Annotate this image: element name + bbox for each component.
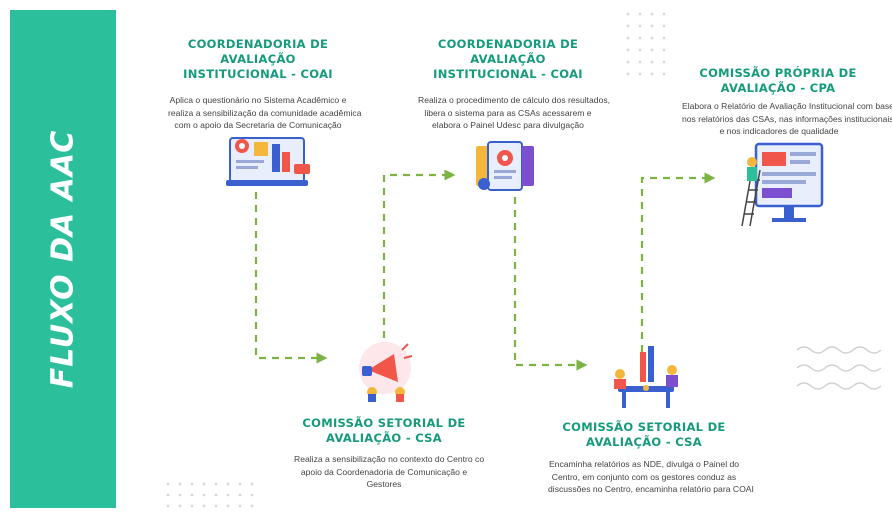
desc-line: Centro, em conjunto com os gestores cond…	[551, 471, 737, 482]
dot-grid-bottom	[166, 482, 254, 508]
desc-line: Elabora o Relatório de Avaliação Institu…	[682, 101, 892, 111]
title-line: COORDENADORIA DE	[437, 37, 579, 51]
connector-coai1-to-csa1	[254, 192, 328, 364]
desc-line: nos relatórios das CSAs, nas informações…	[682, 113, 892, 124]
desc-line: Realiza a sensibilização no contexto do …	[294, 454, 485, 464]
node-coai-1-title: COORDENADORIA DE AVALIAÇÃO INSTITUCIONAL…	[178, 37, 338, 82]
survey-dashboard-icon	[226, 137, 310, 186]
title-line: AVALIAÇÃO	[470, 52, 546, 66]
title-line: COMISSÃO PRÓPRIA DE	[699, 66, 857, 80]
document-gears-icon	[476, 141, 534, 191]
title-line: INSTITUCIONAL - COAI	[183, 67, 333, 81]
megaphone-icon	[359, 342, 413, 402]
node-coai-1-description: Aplica o questionário no Sistema Acadêmi…	[168, 94, 362, 132]
title-line: COORDENADORIA DE	[187, 37, 329, 51]
title-line: AVALIAÇÃO - CSA	[586, 435, 702, 449]
desc-line: Gestores	[366, 479, 402, 489]
desc-line: e nos indicadores de qualidade	[719, 126, 839, 136]
sidebar-band	[10, 10, 116, 508]
title-line: INSTITUCIONAL - COAI	[433, 67, 583, 81]
desc-line: realiza a sensibilização da comunidade a…	[168, 107, 362, 118]
connector-coai2-to-csa2	[513, 197, 588, 371]
node-csa-2-description: Encaminha relatórios as NDE, divulga o P…	[548, 458, 754, 496]
node-csa-2-title: COMISSÃO SETORIAL DE AVALIAÇÃO - CSA	[562, 420, 726, 450]
node-cpa-title: COMISSÃO PRÓPRIA DE AVALIAÇÃO - CPA	[696, 66, 860, 96]
desc-line: elabora o Painel Udesc para divulgação	[432, 120, 584, 130]
node-csa-1-title: COMISSÃO SETORIAL DE AVALIAÇÃO - CSA	[302, 416, 466, 446]
title-line: AVALIAÇÃO - CPA	[720, 81, 836, 95]
node-coai-2-title: COORDENADORIA DE AVALIAÇÃO INSTITUCIONAL…	[428, 37, 588, 82]
title-line: AVALIAÇÃO - CSA	[326, 431, 442, 445]
node-coai-2-description: Realiza o procedimento de cálculo dos re…	[418, 94, 611, 132]
desc-line: com o apoio da Secretaria de Comunicação	[174, 120, 342, 130]
desc-line: libera o sistema para as CSAs acessarem …	[424, 107, 592, 118]
team-meeting-icon	[614, 346, 678, 408]
title-line: AVALIAÇÃO	[220, 52, 296, 66]
desc-line: discussões no Centro, encaminha relatóri…	[548, 484, 754, 494]
wave-lines	[796, 346, 882, 390]
dot-grid-top	[626, 12, 666, 76]
connector-csa1-to-coai2	[382, 169, 456, 338]
desc-line: apoio da Coordenadoria de Comunicação e	[300, 466, 468, 477]
desc-line: Encaminha relatórios as NDE, divulga o P…	[548, 459, 740, 469]
title-line: COMISSÃO SETORIAL DE	[302, 416, 466, 430]
desc-line: Aplica o questionário no Sistema Acadêmi…	[169, 95, 347, 105]
sidebar: FLUXO DA AAC	[0, 0, 116, 518]
title-line: COMISSÃO SETORIAL DE	[562, 420, 726, 434]
desc-line: Realiza o procedimento de cálculo dos re…	[418, 95, 611, 105]
report-screen-icon	[741, 142, 824, 227]
connector-csa2-to-cpa	[640, 172, 716, 352]
node-csa-1-description: Realiza a sensibilização no contexto do …	[294, 453, 485, 491]
node-cpa-description: Elabora o Relatório de Avaliação Institu…	[682, 100, 892, 138]
